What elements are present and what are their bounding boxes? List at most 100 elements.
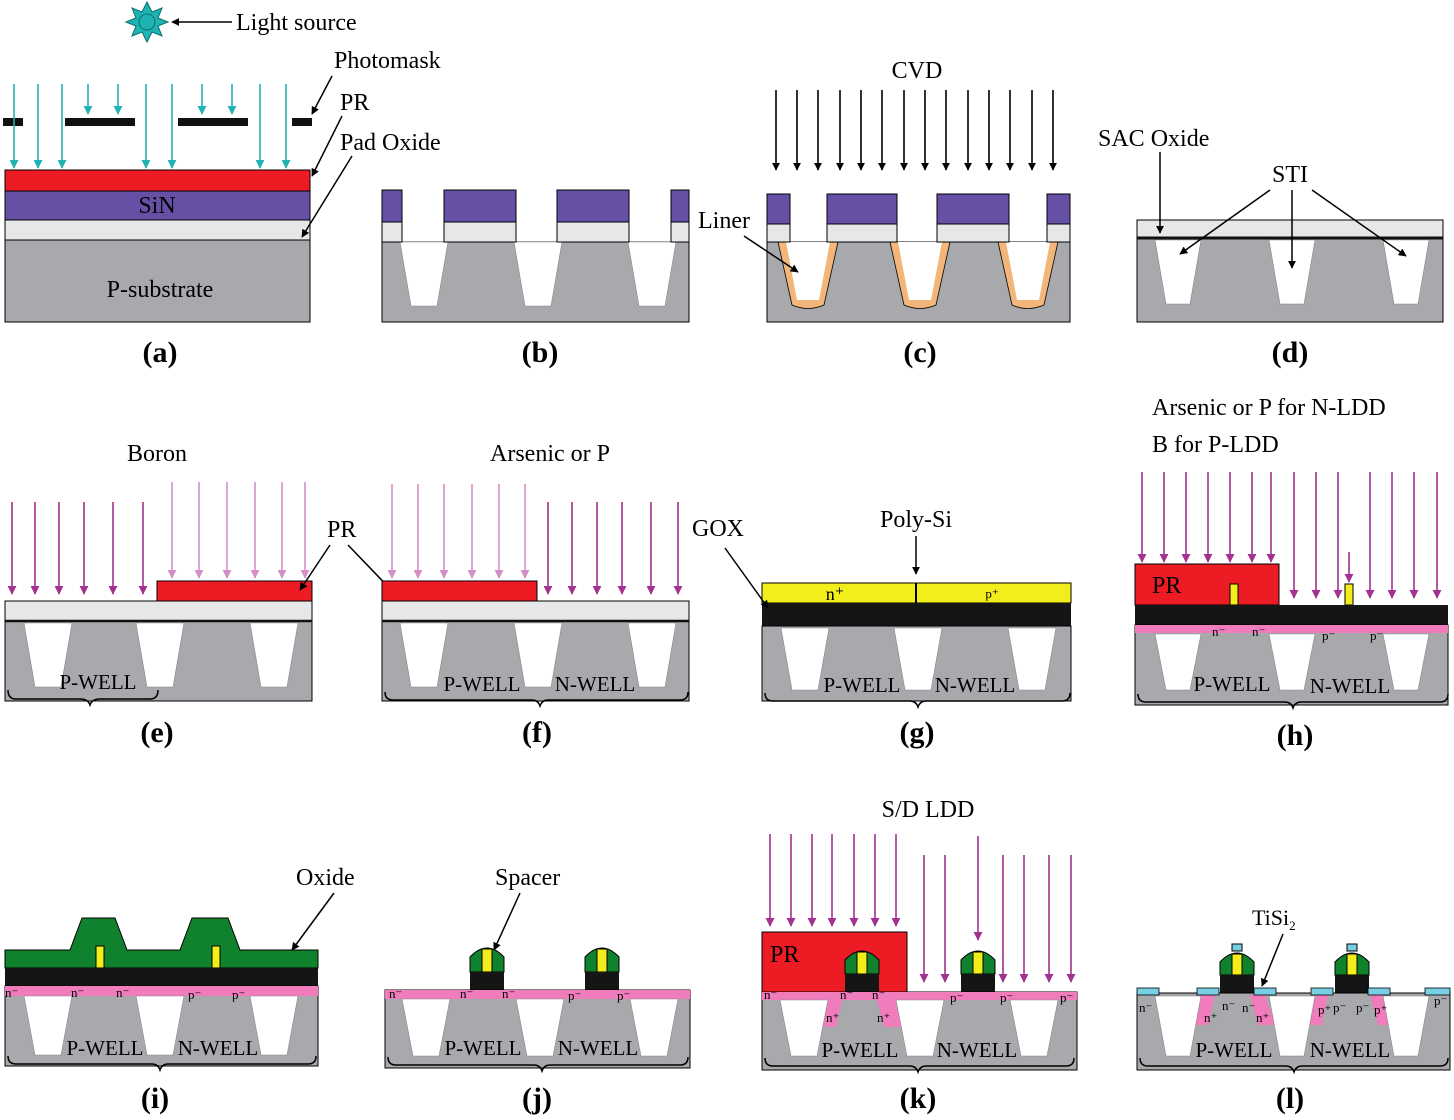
label-p-minus: p⁻ xyxy=(617,988,630,1003)
label-n-well: N-WELL xyxy=(937,1038,1017,1062)
panel-g: n⁺ p⁺ P-WELL N-WELL GOX Poly-Si (g) xyxy=(692,507,1072,749)
label-p-well: P-WELL xyxy=(67,1036,144,1060)
label-p-well: P-WELL xyxy=(444,672,521,696)
nitride-layer xyxy=(4,190,311,221)
sti-trench xyxy=(1382,995,1430,1057)
sti-trench xyxy=(895,999,945,1057)
caption-j: (j) xyxy=(522,1082,552,1115)
sti-trench xyxy=(401,998,451,1057)
label-n-minus: n⁻ xyxy=(1242,1000,1255,1015)
label-n-plus: n⁺ xyxy=(1256,1010,1269,1025)
label-p-well: P-WELL xyxy=(824,673,901,697)
panel-l: TiSi2 n⁻ n⁺ n⁻ n⁻ n⁺ p⁺ p⁻ p⁻ p⁺ p⁻ P-WE… xyxy=(1136,905,1451,1115)
ldd-layer xyxy=(5,986,318,996)
gate-stacks xyxy=(1219,943,1370,993)
caption-b: (b) xyxy=(522,336,559,369)
substrate xyxy=(4,239,311,323)
sti-trench xyxy=(513,622,563,688)
sti-trench xyxy=(135,995,185,1056)
p-plus-drain xyxy=(1370,995,1392,1025)
sti-trenches xyxy=(23,622,299,688)
panel-b: (b) xyxy=(381,189,690,369)
sti-trench xyxy=(249,622,299,688)
panel-h: Arsenic or P for N-LDD B for P-LDD PR n⁻… xyxy=(1134,395,1449,752)
sd-implant-arrows xyxy=(765,834,1076,983)
boron-implant-arrows xyxy=(7,482,310,595)
nitride-pad xyxy=(556,189,630,223)
label-sd-ldd: S/D LDD xyxy=(882,797,975,823)
sti-trench xyxy=(1382,633,1430,691)
sti-trenches xyxy=(1154,633,1430,691)
tisi-subscript: 2 xyxy=(1289,918,1296,933)
label-photomask: Photomask xyxy=(334,48,441,74)
ldd-layer xyxy=(385,990,690,999)
label-oxide: Oxide xyxy=(296,865,355,891)
gate-oxide-layer xyxy=(1135,605,1448,625)
label-p-minus: p⁻ xyxy=(1333,1000,1346,1015)
caption-l: (l) xyxy=(1276,1082,1304,1115)
sti-trenches xyxy=(780,627,1057,691)
label-pr: PR xyxy=(1152,573,1181,599)
nitride-pad xyxy=(826,193,898,225)
silicide-gate xyxy=(1231,943,1243,952)
gate-oxide xyxy=(585,972,619,990)
label-h-line2: B for P-LDD xyxy=(1152,432,1279,458)
gate-oxide xyxy=(845,974,879,992)
label-h-line1: Arsenic or P for N-LDD xyxy=(1152,395,1386,421)
sti-trench xyxy=(898,242,942,300)
label-n-well: N-WELL xyxy=(1310,1038,1390,1062)
label-n-well: N-WELL xyxy=(935,673,1015,697)
nitride-pad-stacks xyxy=(766,193,1071,243)
sti-trenches xyxy=(779,999,1059,1057)
label-pr: PR xyxy=(327,517,356,543)
pad-oxide xyxy=(826,223,898,243)
label-p-well: P-WELL xyxy=(445,1036,522,1060)
sti-trenches xyxy=(23,995,299,1056)
caption-c: (c) xyxy=(903,336,936,369)
label-p-minus: p⁻ xyxy=(1322,628,1335,643)
label-boron: Boron xyxy=(127,441,187,467)
poly-gate-n xyxy=(95,945,105,969)
n-plus-drain xyxy=(877,1000,902,1027)
label-n-minus: n⁻ xyxy=(502,986,515,1001)
sti-trench xyxy=(1268,995,1316,1057)
label-p-minus: p⁻ xyxy=(1370,628,1383,643)
label-gox: GOX xyxy=(692,516,744,542)
poly-gate xyxy=(972,951,984,975)
caption-i: (i) xyxy=(141,1082,169,1115)
label-sti: STI xyxy=(1272,162,1308,188)
poly-gate xyxy=(596,948,608,973)
label-n-minus: n⁻ xyxy=(1139,1000,1152,1015)
nitride-pad xyxy=(443,189,517,223)
label-pad-oxide: Pad Oxide xyxy=(340,130,441,156)
poly-gate-n xyxy=(1229,583,1239,606)
sti-trench xyxy=(1268,239,1316,305)
label-p-well: P-WELL xyxy=(1194,672,1271,696)
label-n-minus: n⁻ xyxy=(71,985,84,1000)
sti-trench xyxy=(515,998,565,1057)
silicide-contact xyxy=(1424,987,1451,996)
sti-trench xyxy=(399,241,449,307)
sti-trench xyxy=(1154,239,1202,305)
label-pr: PR xyxy=(770,942,799,968)
label-n-minus: n⁻ xyxy=(460,986,473,1001)
sti-trench xyxy=(779,999,829,1057)
silicide-contact xyxy=(1367,987,1391,996)
sti-trench xyxy=(1268,633,1316,691)
sti-trench xyxy=(627,622,677,688)
sti-trenches xyxy=(399,622,677,688)
label-p-minus: p⁻ xyxy=(1060,990,1073,1005)
label-n-minus: n⁻ xyxy=(840,987,853,1002)
tisi-text: TiSi xyxy=(1252,905,1289,930)
sti-trench xyxy=(627,241,677,307)
sti-trench xyxy=(629,998,679,1057)
sti-trench xyxy=(786,242,830,300)
silicide-contact xyxy=(1253,987,1277,996)
pad-oxide xyxy=(936,223,1010,243)
sti-trench xyxy=(1154,633,1202,691)
label-sac-oxide: SAC Oxide xyxy=(1098,126,1209,152)
label-n-plus: n⁺ xyxy=(826,1010,839,1025)
label-light-source: Light source xyxy=(236,10,357,36)
panel-j: Spacer n⁻ n⁻ n⁻ p⁻ p⁻ P-WELL N-WELL (j) xyxy=(384,865,691,1115)
